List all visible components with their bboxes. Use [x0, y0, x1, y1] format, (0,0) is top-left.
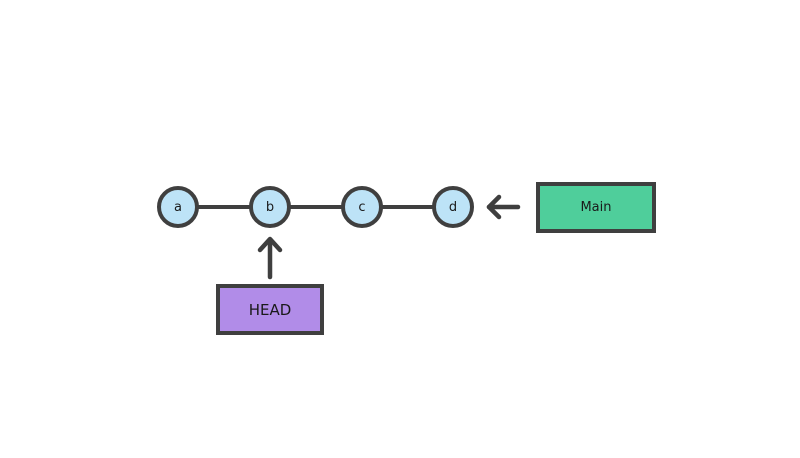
commit-node-d-label: d: [448, 199, 458, 215]
commit-node-c-label: c: [358, 199, 366, 215]
head-label: HEAD: [248, 300, 292, 319]
arrow-left-icon: [486, 194, 521, 220]
commit-chain-line: [178, 205, 453, 209]
branch-label: Main: [580, 200, 612, 215]
commit-node-b: b: [249, 186, 291, 228]
commit-node-a-label: a: [174, 199, 182, 215]
commit-node-b-label: b: [265, 199, 275, 215]
commit-node-d: d: [432, 186, 474, 228]
commit-node-a: a: [157, 186, 199, 228]
arrow-up-icon: [257, 236, 283, 280]
head-label-box: HEAD: [216, 284, 324, 335]
commit-node-c: c: [341, 186, 383, 228]
branch-label-box: Main: [536, 182, 656, 233]
